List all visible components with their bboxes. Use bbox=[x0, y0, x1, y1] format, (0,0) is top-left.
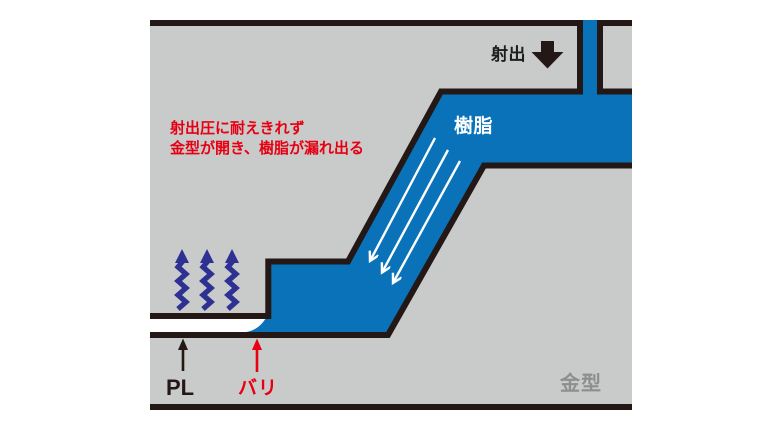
flow-arrow-1 bbox=[370, 137, 437, 261]
zigzag-arrowhead-2 bbox=[200, 249, 214, 263]
warning-text-line2: 金型が開き、樹脂が漏れ出る bbox=[170, 140, 364, 157]
lower-mold-block bbox=[150, 165, 632, 410]
flow-arrow-2 bbox=[382, 149, 450, 273]
zigzag-arrow-1 bbox=[174, 259, 190, 311]
resin-channel bbox=[242, 20, 632, 336]
burr-pointer-icon bbox=[252, 338, 262, 372]
injection-arrow-icon bbox=[531, 41, 564, 69]
mold-label: 金型 bbox=[560, 373, 602, 395]
zigzag-arrowhead-1 bbox=[175, 249, 189, 263]
injection-label: 射出 bbox=[491, 45, 526, 64]
warning-text-line1: 射出圧に耐えきれず bbox=[170, 120, 305, 137]
zigzag-arrow-3 bbox=[224, 259, 240, 311]
burr-label: バリ bbox=[238, 378, 279, 399]
pl-pointer-head bbox=[178, 338, 188, 350]
flow-arrow-3 bbox=[393, 160, 462, 283]
upper-mold-left-block bbox=[150, 20, 583, 316]
pl-pointer-icon bbox=[178, 338, 188, 371]
lower-mold-outline bbox=[150, 162, 632, 338]
resin-label: 樹脂 bbox=[454, 116, 494, 137]
warning-text: 射出圧に耐えきれず 金型が開き、樹脂が漏れ出る bbox=[170, 119, 364, 159]
zigzag-arrowhead-3 bbox=[225, 249, 239, 263]
zigzag-arrow-2 bbox=[199, 259, 215, 311]
upper-mold-right-block bbox=[597, 20, 632, 92]
right-block-outline bbox=[597, 20, 632, 95]
force-arrows-icon bbox=[174, 249, 240, 311]
burr-pointer-head bbox=[252, 338, 262, 350]
upper-mold-outline bbox=[150, 20, 583, 319]
flow-arrows-icon bbox=[370, 137, 462, 283]
parting-line-label: PL bbox=[166, 375, 195, 400]
